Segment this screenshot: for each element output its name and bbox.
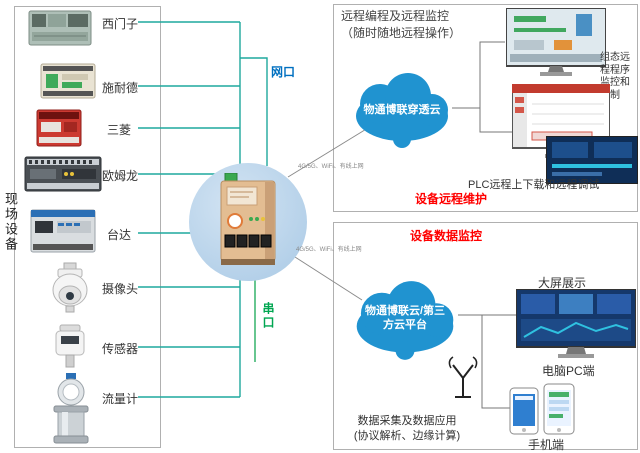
data-application-note: 数据采集及数据应用 (协议解析、边缘计算) bbox=[336, 414, 478, 444]
iot-cloud-label: 物通博联云/第三 方云平台 bbox=[350, 305, 460, 333]
remote-section-title: 远程编程及远程监控 （随时随地远程操作） bbox=[341, 8, 461, 42]
remote-title-line1: 远程编程及远程监控 bbox=[341, 9, 450, 23]
plc-monitor-label: PLC远程上下载和远程调试 bbox=[468, 179, 600, 191]
iot-cloud-label-line1: 物通博联云/第三 bbox=[364, 305, 446, 317]
field-devices-side-label: 现场设备 bbox=[3, 192, 18, 252]
bottom-link-label: 4G/5G、WiFi、有线上网 bbox=[296, 245, 362, 253]
penetration-cloud-label: 物通博联穿透云 bbox=[363, 104, 441, 116]
device-label-flowmeter: 流量计 bbox=[102, 392, 139, 406]
network-port-label: 网口 bbox=[271, 65, 296, 79]
big-screen-monitor-image bbox=[516, 289, 636, 358]
omron-plc-image bbox=[24, 156, 102, 192]
schneider-plc-image bbox=[40, 63, 96, 99]
data-monitoring-tag: 设备数据监控 bbox=[410, 229, 483, 243]
industrial-router-image bbox=[220, 173, 276, 265]
device-label-camera: 摄像头 bbox=[102, 282, 139, 296]
device-label-delta: 台达 bbox=[107, 228, 132, 242]
mobile-label: 手机端 bbox=[528, 438, 565, 452]
big-screen-label: 大屏展示 bbox=[538, 276, 587, 290]
phones-image bbox=[509, 383, 575, 435]
penetration-cloud-icon bbox=[356, 73, 448, 148]
device-label-mitsubishi: 三菱 bbox=[107, 123, 132, 137]
scada-monitor-label: 组态远程程序监控和控制 bbox=[600, 52, 630, 101]
serial-port-label: 串口 bbox=[261, 302, 275, 330]
device-label-sensor: 传感器 bbox=[102, 342, 139, 356]
device-label-omron: 欧姆龙 bbox=[102, 169, 139, 183]
blue-panel-screen-image bbox=[546, 136, 638, 184]
data-application-note-line2: (协议解析、边缘计算) bbox=[353, 429, 461, 442]
delta-plc-image bbox=[30, 209, 96, 253]
top-link-label: 4G/5G、WiFi、有线上网 bbox=[298, 162, 364, 170]
data-application-note-line1: 数据采集及数据应用 bbox=[357, 415, 457, 427]
pc-label: 电脑PC端 bbox=[542, 364, 595, 378]
camera-image bbox=[52, 262, 88, 313]
iot-cloud-icon bbox=[356, 281, 454, 360]
flow-meter-image bbox=[53, 373, 89, 444]
iot-cloud-label-line2: 方云平台 bbox=[383, 318, 427, 331]
remote-maintenance-tag: 设备远程维护 bbox=[415, 192, 488, 206]
device-label-siemens: 西门子 bbox=[102, 17, 139, 31]
antenna-icon bbox=[448, 356, 478, 398]
device-label-schneider: 施耐德 bbox=[102, 81, 139, 95]
remote-title-line2: （随时随地远程操作） bbox=[341, 25, 462, 40]
mitsubishi-plc-image bbox=[36, 109, 82, 147]
scada-monitor-image bbox=[506, 8, 606, 76]
siemens-plc-image bbox=[28, 10, 92, 46]
sensor-image bbox=[55, 324, 85, 368]
